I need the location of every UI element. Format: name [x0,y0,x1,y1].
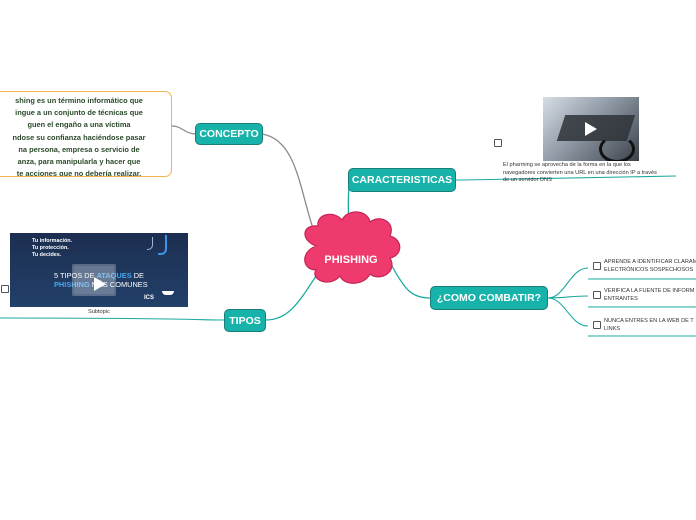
combatir-item-3: NUNCA ENTRES EN LA WEB DE T LINKS [604,318,696,333]
combatir-item-3-checkbox[interactable] [593,321,601,329]
cable-graphic [599,135,635,161]
video-tagline-3: Tu decides. [32,252,61,258]
central-cloud-shape [305,212,400,283]
link-combatir-1 [548,268,588,298]
combatir-item-2: VERIFICA LA FUENTE DE INFORM ENTRANTES [604,288,696,303]
video-tagline-1: Tu información. [32,238,72,244]
concepto-note[interactable]: shing es un término informático que ingu… [0,91,172,177]
play-icon [94,277,106,291]
link-concepto [262,134,318,242]
combatir-item-1: APRENDE A IDENTIFICAR CLARAM ELECTRÓNICO… [604,259,696,274]
combatir-item-1-checkbox[interactable] [593,262,601,270]
link-concepto-note [172,126,196,134]
hook-icon-large [158,235,167,255]
topic-caracteristicas[interactable]: CARACTERISTICAS [348,168,456,192]
play-icon [585,122,597,136]
link-combatir [392,266,430,298]
topic-tipos[interactable]: TIPOS [224,309,266,332]
caracteristicas-video-thumbnail[interactable] [543,97,639,161]
video-tagline-2: Tu protección. [32,245,69,251]
topic-concepto[interactable]: CONCEPTO [195,123,263,145]
tipos-subtopic[interactable]: Subtopic [88,309,110,317]
video-brand: ICS [144,295,154,301]
topic-como-combatir[interactable]: ¿COMO COMBATIR? [430,286,548,310]
central-topic[interactable]: PHISHING [306,254,396,266]
tipos-video-thumbnail[interactable]: Tu información. Tu protección. Tu decide… [10,233,188,307]
link-tipos-sub [0,318,224,320]
tipos-checkbox[interactable] [1,285,9,293]
combatir-item-2-checkbox[interactable] [593,291,601,299]
link-combatir-3 [548,298,588,326]
link-tipos [266,270,320,320]
caracteristicas-description: El pharming se aprovecha de la forma en … [503,162,678,185]
caracteristicas-checkbox[interactable] [494,139,502,147]
